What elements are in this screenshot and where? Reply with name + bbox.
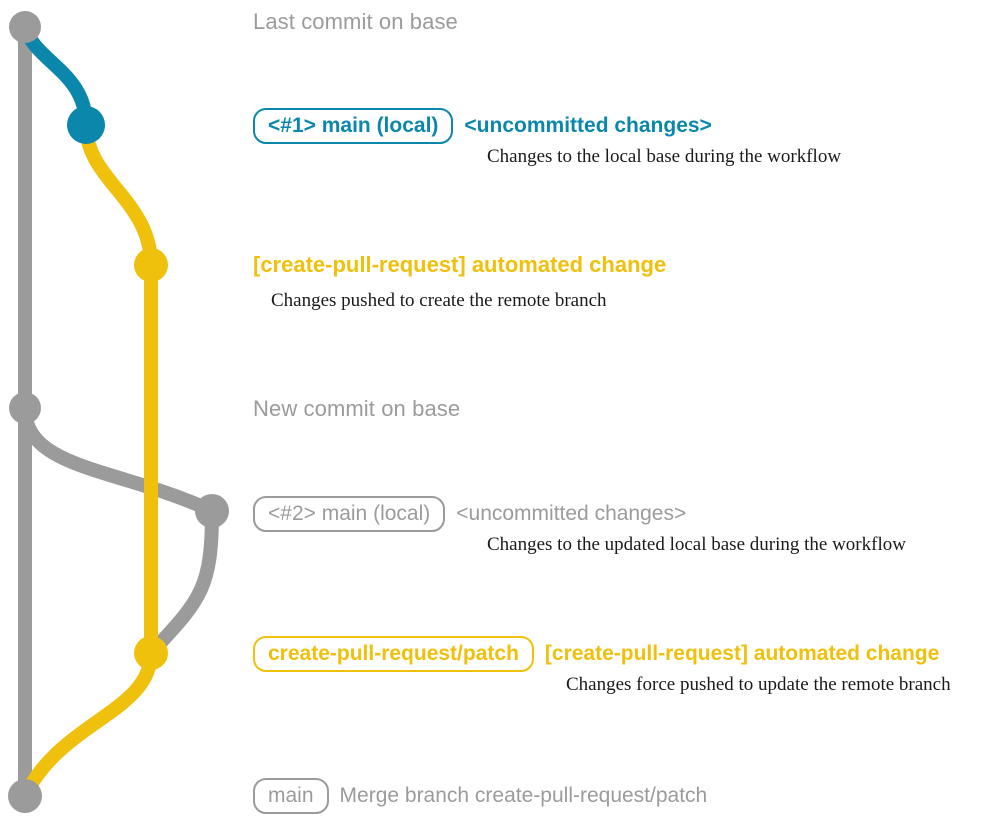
commit-label-new-commit-on-base: New commit on base bbox=[253, 396, 460, 422]
commit-subject-merge: Merge branch create-pull-request/patch bbox=[339, 784, 708, 807]
commit-label-local-2: <#2> main (local) <uncommitted changes> bbox=[253, 496, 686, 532]
commit-node-local-1[interactable] bbox=[67, 106, 105, 144]
commit-label-automated-1: [create-pull-request] automated change bbox=[253, 253, 666, 277]
commit-note-automated-2: Changes force pushed to update the remot… bbox=[566, 674, 951, 695]
commit-node-patch-2[interactable] bbox=[134, 636, 168, 670]
commit-subject-text: Last commit on base bbox=[253, 9, 458, 34]
edge-local1-to-patch1 bbox=[79, 118, 158, 272]
ref-pill-main-local-2[interactable]: <#2> main (local) bbox=[253, 496, 446, 532]
ref-pill-main[interactable]: main bbox=[253, 778, 329, 814]
edge-base-to-local2 bbox=[18, 401, 219, 518]
commit-label-automated-2: create-pull-request/patch [create-pull-r… bbox=[253, 636, 939, 672]
edge-patch2-to-merge bbox=[18, 646, 158, 803]
edge-base-to-local1 bbox=[18, 20, 93, 132]
commit-node-patch-1[interactable] bbox=[134, 248, 168, 282]
commit-node-local-2[interactable] bbox=[195, 494, 229, 528]
commit-subject-automated-change-1: [create-pull-request] automated change bbox=[253, 252, 667, 277]
ref-pill-create-pull-request-patch[interactable]: create-pull-request/patch bbox=[253, 636, 534, 672]
commit-label-last-commit-on-base: Last commit on base bbox=[253, 9, 458, 35]
commit-node-base-new[interactable] bbox=[9, 392, 41, 424]
commit-note-local-2: Changes to the updated local base during… bbox=[487, 534, 906, 555]
commit-note-local-1: Changes to the local base during the wor… bbox=[487, 146, 842, 167]
commit-node-merge[interactable] bbox=[8, 779, 42, 813]
commit-note-automated-1: Changes pushed to create the remote bran… bbox=[271, 290, 607, 311]
commit-label-merge: main Merge branch create-pull-request/pa… bbox=[253, 778, 707, 814]
commit-node-base-head[interactable] bbox=[9, 11, 41, 43]
commit-label-local-1: <#1> main (local) <uncommitted changes> bbox=[253, 108, 712, 144]
commit-subject-uncommitted-1: <uncommitted changes> bbox=[464, 114, 712, 137]
edge-local2-to-patch2 bbox=[144, 504, 219, 660]
ref-pill-main-local-1[interactable]: <#1> main (local) bbox=[253, 108, 454, 144]
commit-subject-text: New commit on base bbox=[253, 396, 461, 421]
commit-subject-uncommitted-2: <uncommitted changes> bbox=[456, 502, 687, 525]
commit-subject-automated-change-2: [create-pull-request] automated change bbox=[544, 642, 940, 665]
